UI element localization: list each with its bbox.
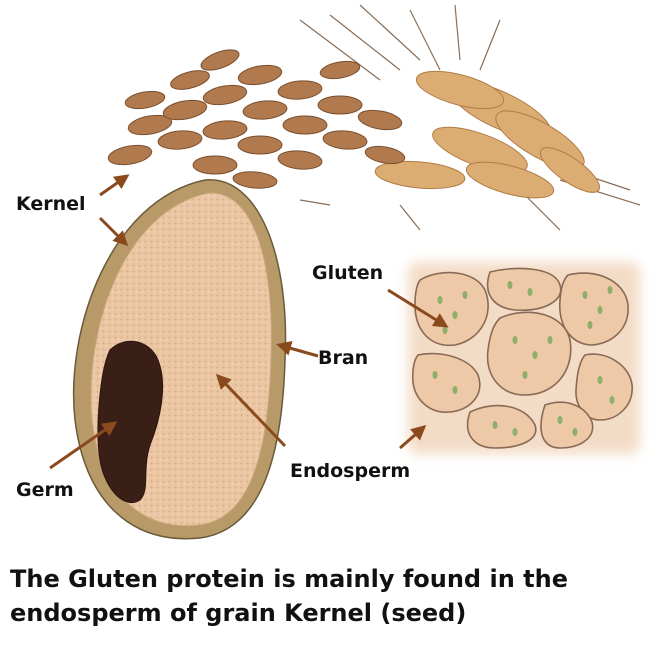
caption: The Gluten protein is mainly found in th… <box>10 562 640 630</box>
label-gluten: Gluten <box>312 262 384 284</box>
caption-line-2: endosperm of grain Kernel (seed) <box>10 599 467 627</box>
endosperm-arrow <box>215 373 287 448</box>
gluten-arrow <box>387 288 449 328</box>
caption-line-1: The Gluten protein is mainly found in th… <box>10 565 568 593</box>
kernel-arrow-to-grains <box>99 174 130 197</box>
inset-arrow <box>399 425 427 450</box>
gluten-cells-inset <box>408 262 640 454</box>
wheat-ear-illustration <box>107 4 641 231</box>
kernel-arrow-to-section <box>98 216 129 247</box>
kernel-cross-section <box>72 179 287 540</box>
germ-arrow <box>49 421 118 470</box>
bran-arrow <box>276 341 319 358</box>
label-bran: Bran <box>318 347 369 369</box>
label-endosperm: Endosperm <box>290 460 411 482</box>
label-germ: Germ <box>16 479 74 501</box>
label-kernel: Kernel <box>16 193 86 215</box>
